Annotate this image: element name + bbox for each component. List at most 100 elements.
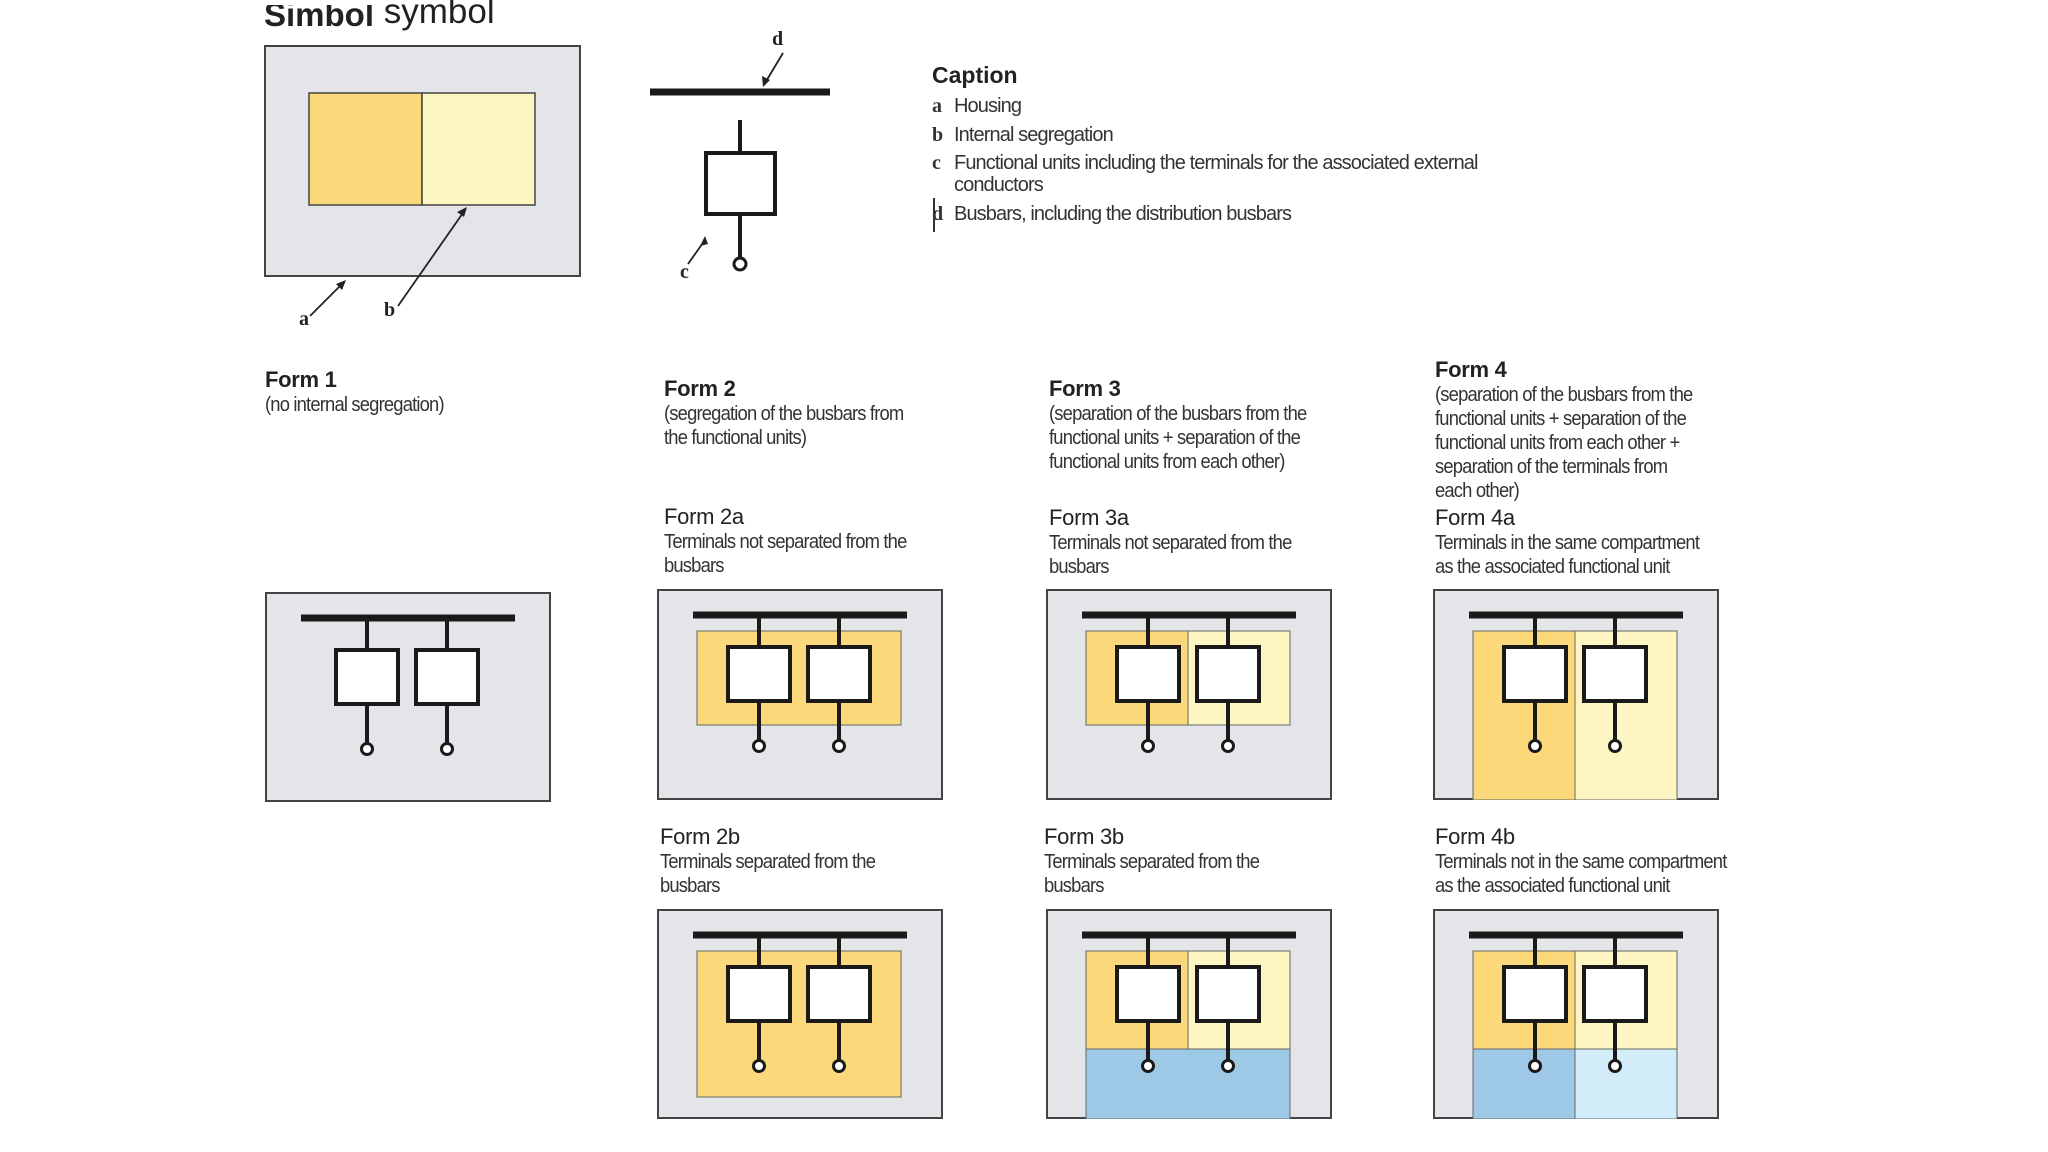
caption-key-b: b — [932, 124, 944, 146]
form4b-desc-1: Terminals not in the same compartment — [1435, 851, 1727, 873]
segregation-dark-rect — [308, 92, 423, 206]
form4-desc-5: each other) — [1435, 480, 1520, 502]
form4a-heading: Form 4a Terminals in the same compartmen… — [1435, 505, 1722, 579]
caption-text-b: Internal segregation — [954, 124, 1114, 146]
form4a-functional-unit-1 — [1502, 645, 1568, 703]
form4b-desc-2: as the associated functional unit — [1435, 875, 1670, 897]
form1-terminal-1 — [360, 742, 374, 756]
form3b-diagram — [1046, 909, 1332, 1119]
form3a-desc-2: busbars — [1049, 556, 1109, 578]
form2a-desc-1: Terminals not separated from the — [664, 531, 907, 553]
form2-desc-1: (segregation of the busbars from — [664, 403, 904, 425]
form4a-diagram — [1433, 589, 1719, 800]
form3b-functional-unit-2 — [1195, 965, 1261, 1023]
form1-diagram — [265, 592, 551, 802]
form2a-heading: Form 2a Terminals not separated from the… — [664, 504, 928, 578]
form2b-diagram — [657, 909, 943, 1119]
form2a-title: Form 2a — [664, 504, 744, 529]
form1-functional-unit-1 — [334, 648, 400, 706]
form3b-heading: Form 3b Terminals separated from the bus… — [1044, 824, 1278, 898]
caption-item-c: c Functional units including the terminal… — [932, 152, 1478, 175]
text-cursor — [933, 198, 935, 232]
form4-desc-4: separation of the terminals from — [1435, 456, 1668, 478]
form2a-terminal-2 — [832, 739, 846, 753]
caption-key-c: c — [932, 152, 941, 174]
form3-desc-1: (separation of the busbars from the — [1049, 403, 1307, 425]
form3-heading: Form 3 (separation of the busbars from t… — [1049, 376, 1329, 474]
housing-legend-diagram: a b — [264, 45, 581, 330]
form2a-functional-unit-1 — [726, 645, 792, 703]
arrow-b — [397, 209, 466, 307]
form3b-terminal-1 — [1141, 1059, 1155, 1073]
heading-cut-word: Simbol — [264, 5, 375, 32]
terminal-symbol — [732, 256, 748, 272]
form4-title: Form 4 — [1435, 357, 1507, 382]
label-c: c — [680, 261, 689, 283]
segregation-light-rect — [421, 92, 536, 206]
form2b-heading: Form 2b Terminals separated from the bus… — [660, 824, 894, 898]
form4a-title: Form 4a — [1435, 505, 1515, 530]
form1-heading: Form 1 (no internal segregation) — [265, 367, 459, 417]
form4b-functional-unit-2 — [1582, 965, 1648, 1023]
form2b-functional-unit-2 — [806, 965, 872, 1023]
form4-heading: Form 4 (separation of the busbars from t… — [1435, 357, 1715, 503]
form3a-terminal-1 — [1141, 739, 1155, 753]
form4b-compartment-4 — [1574, 1048, 1678, 1119]
form3b-desc-2: busbars — [1044, 875, 1104, 897]
form4b-compartment-3 — [1472, 1048, 1576, 1119]
form2a-terminal-1 — [752, 739, 766, 753]
form2b-terminal-2 — [832, 1059, 846, 1073]
form2a-diagram — [657, 589, 943, 800]
form4-desc-1: (separation of the busbars from the — [1435, 384, 1693, 406]
caption-text-d: Busbars, including the distribution busb… — [954, 203, 1292, 225]
form3-desc-3: functional units from each other) — [1049, 451, 1285, 473]
form3-desc-2: functional units + separation of the — [1049, 427, 1301, 449]
form2b-functional-unit-1 — [726, 965, 792, 1023]
form2b-title: Form 2b — [660, 824, 740, 849]
form4a-functional-unit-2 — [1582, 645, 1648, 703]
form4b-heading: Form 4b Terminals not in the same compar… — [1435, 824, 1752, 898]
label-a: a — [299, 308, 309, 330]
form4b-title: Form 4b — [1435, 824, 1515, 849]
form2-heading: Form 2 (segregation of the busbars from … — [664, 376, 924, 450]
form1-housing — [265, 592, 551, 802]
functional-unit-symbol — [704, 151, 777, 216]
label-b: b — [384, 299, 395, 321]
form4b-functional-unit-1 — [1502, 965, 1568, 1023]
form4a-terminal-1 — [1528, 739, 1542, 753]
caption-text-c-2: conductors — [954, 174, 1044, 196]
form3a-functional-unit-2 — [1195, 645, 1261, 703]
form3a-diagram — [1046, 589, 1332, 800]
caption-item-c-continued: conductors — [954, 174, 1044, 197]
form3a-title: Form 3a — [1049, 505, 1129, 530]
arrow-a — [309, 281, 345, 317]
form2a-functional-unit-2 — [806, 645, 872, 703]
form2a-desc-2: busbars — [664, 555, 724, 577]
form4-desc-3: functional units from each other + — [1435, 432, 1680, 454]
form4b-diagram — [1433, 909, 1719, 1119]
heading-title: symbol — [383, 0, 495, 31]
form1-desc: (no internal segregation) — [265, 394, 445, 416]
form3a-functional-unit-1 — [1115, 645, 1181, 703]
form1-functional-unit-2 — [414, 648, 480, 706]
form2b-desc-2: busbars — [660, 875, 720, 897]
caption-title: Caption — [932, 62, 1018, 88]
arrowhead-c — [700, 236, 708, 246]
form3b-terminal-2 — [1221, 1059, 1235, 1073]
arrowhead-a — [336, 280, 346, 290]
form4a-desc-2: as the associated functional unit — [1435, 556, 1670, 578]
caption-item-b: b Internal segregation — [932, 124, 1114, 147]
form4a-desc-1: Terminals in the same compartment — [1435, 532, 1700, 554]
form2-desc-2: the functional units) — [664, 427, 807, 449]
form3a-desc-1: Terminals not separated from the — [1049, 532, 1292, 554]
form1-terminal-2 — [440, 742, 454, 756]
form1-title: Form 1 — [265, 367, 337, 392]
form3a-heading: Form 3a Terminals not separated from the… — [1049, 505, 1313, 579]
arrow-d — [764, 52, 784, 84]
arrowhead-b — [457, 207, 467, 217]
form4b-terminal-1 — [1528, 1059, 1542, 1073]
caption-text-c: Functional units including the terminals… — [954, 152, 1478, 174]
functional-unit-legend-diagram: d c — [650, 28, 830, 283]
